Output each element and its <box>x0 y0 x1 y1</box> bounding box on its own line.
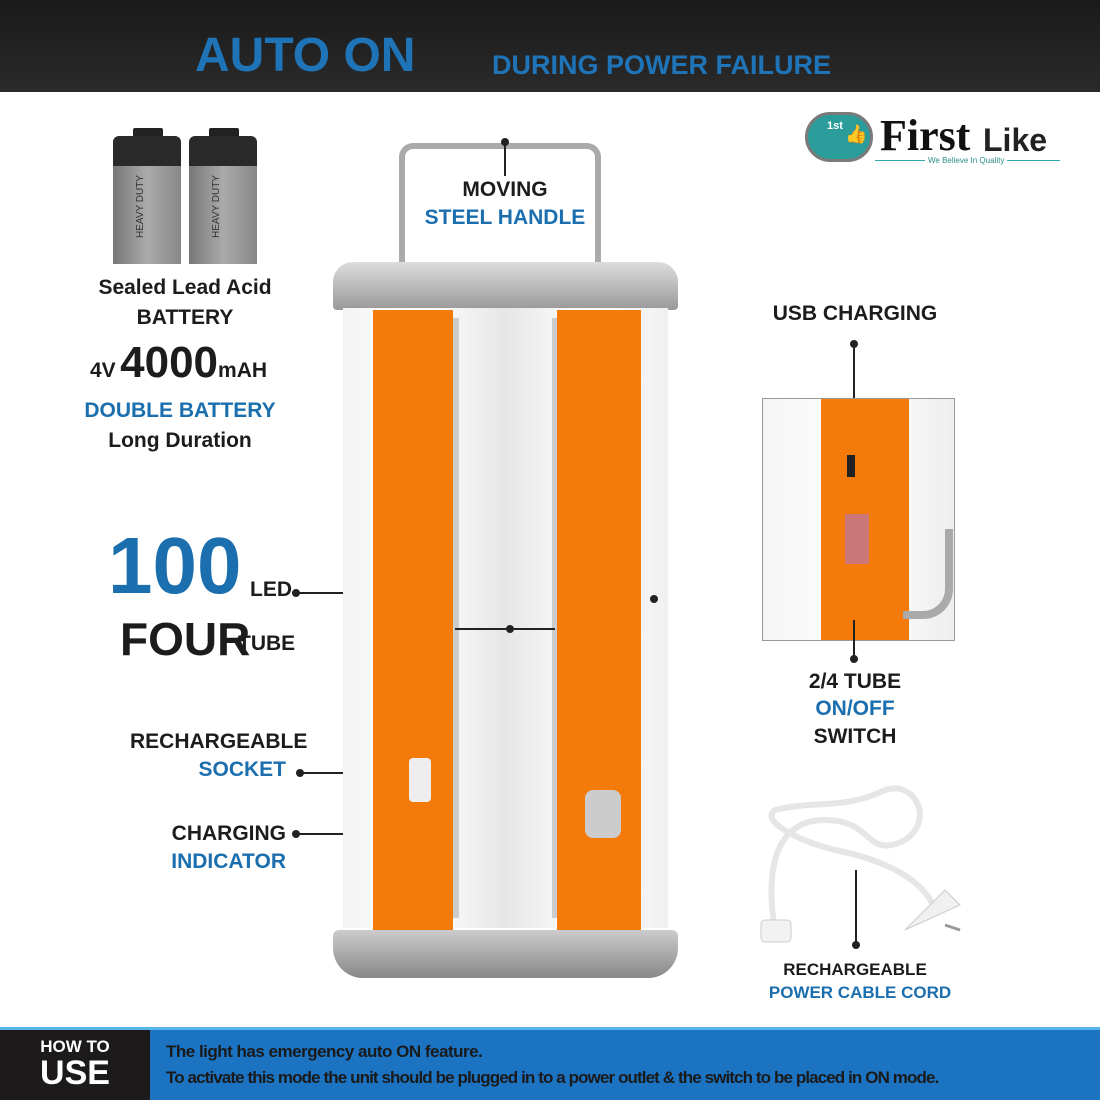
battery-type-2: BATTERY <box>136 306 234 329</box>
how-to-label-2: USE <box>40 1054 110 1092</box>
power-cable-image <box>760 785 961 943</box>
battery-capacity-value: 4000 <box>120 338 219 387</box>
battery-voltage: 4V <box>90 359 116 382</box>
how-to-use-bar: HOW TO USE The light has emergency auto … <box>0 1027 1100 1100</box>
battery-capacity-unit: mAH <box>218 359 268 382</box>
title-power-failure: DURING POWER FAILURE <box>492 50 832 80</box>
tube-count: FOUR <box>120 613 251 665</box>
how-to-label-1: HOW TO <box>40 1037 110 1056</box>
double-battery: DOUBLE BATTERY <box>84 399 276 422</box>
logo-like: Like <box>983 122 1048 158</box>
socket <box>409 758 431 802</box>
usb-port-icon <box>847 455 855 477</box>
switch-label-2: ON/OFF <box>815 697 895 720</box>
thumbs-up-icon: 👍 <box>845 124 868 144</box>
battery-cell-label: HEAVY DUTY <box>211 175 222 238</box>
how-to-use-label: HOW TO USE <box>0 1030 150 1100</box>
title-auto-on: AUTO ON <box>195 29 416 82</box>
lantern-image <box>333 140 678 980</box>
battery-type: Sealed Lead Acid <box>98 276 272 299</box>
logo-tagline: We Believe In Quality <box>925 156 1008 165</box>
header-banner: AUTO ON DURING POWER FAILURE <box>0 0 1100 92</box>
how-to-text-1: The light has emergency auto ON feature. <box>166 1042 483 1061</box>
steel-handle <box>399 143 601 273</box>
cord-label: RECHARGEABLE <box>783 960 927 979</box>
tube-unit: TUBE <box>238 632 296 655</box>
indicator-label: CHARGING <box>171 822 286 845</box>
cord-label-2: POWER CABLE CORD <box>768 983 952 1002</box>
switch <box>845 514 869 564</box>
brand-logo: 1st 👍 First Like We Believe In Quality <box>805 108 1065 170</box>
usb-label: USB CHARGING <box>772 302 938 325</box>
orange-panel <box>557 310 641 950</box>
led-unit: LED <box>250 578 292 601</box>
battery-cell-label: HEAVY DUTY <box>135 175 146 238</box>
handle-label-2: STEEL HANDLE <box>424 206 586 229</box>
battery-capacity: 4V 4000mAH <box>90 338 267 388</box>
battery-duration: Long Duration <box>108 429 252 452</box>
how-to-text-2: To activate this mode the unit should be… <box>166 1068 939 1087</box>
switch-label: 2/4 TUBE <box>808 670 902 693</box>
logo-badge: 1st <box>827 120 843 132</box>
switch-label-3: SWITCH <box>813 725 897 748</box>
socket-label-2: SOCKET <box>198 758 286 781</box>
orange-panel <box>373 310 453 950</box>
socket-label: RECHARGEABLE <box>130 730 308 753</box>
usb-closeup <box>762 398 955 641</box>
indicator-label-2: INDICATOR <box>171 850 286 873</box>
logo-first: First <box>880 111 971 160</box>
led-count: 100 <box>108 521 242 610</box>
charging-indicator <box>585 790 621 838</box>
handle-label: MOVING <box>462 178 548 201</box>
